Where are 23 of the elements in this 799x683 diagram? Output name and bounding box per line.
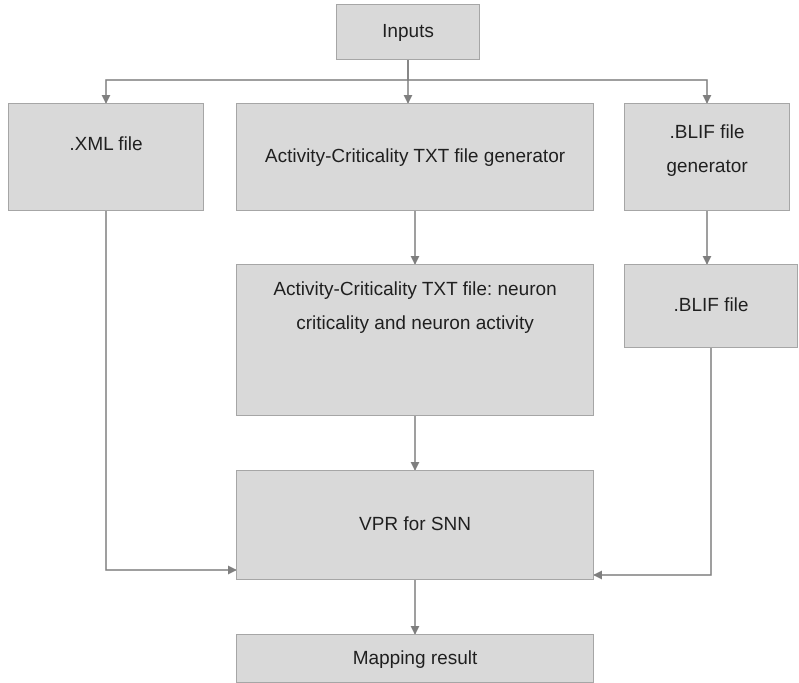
process-box xyxy=(236,634,594,683)
box-label: Mapping result xyxy=(352,646,478,670)
process-box xyxy=(236,264,594,416)
arrow xyxy=(407,60,712,104)
arrow xyxy=(410,211,420,265)
process-box xyxy=(236,103,594,211)
arrow xyxy=(105,211,237,574)
box-label: .BLIF file xyxy=(674,294,748,318)
process-box xyxy=(624,103,790,211)
box-label: VPR for SNN xyxy=(359,513,471,537)
arrow xyxy=(593,348,712,580)
box-label: Activity-Criticality TXT file generator xyxy=(264,145,566,169)
box-label: .XML file xyxy=(69,133,143,157)
box-label: Activity-Criticality TXT file: neuron criticality and neuron activity xyxy=(272,278,558,336)
box-label: .BLIF file generator xyxy=(665,121,749,179)
arrow xyxy=(702,211,712,265)
process-box xyxy=(8,103,204,211)
process-box xyxy=(336,4,480,60)
box-label: Inputs xyxy=(382,20,434,44)
arrow xyxy=(410,416,420,471)
process-box xyxy=(236,470,594,580)
process-box xyxy=(624,264,798,348)
arrow xyxy=(410,580,420,635)
